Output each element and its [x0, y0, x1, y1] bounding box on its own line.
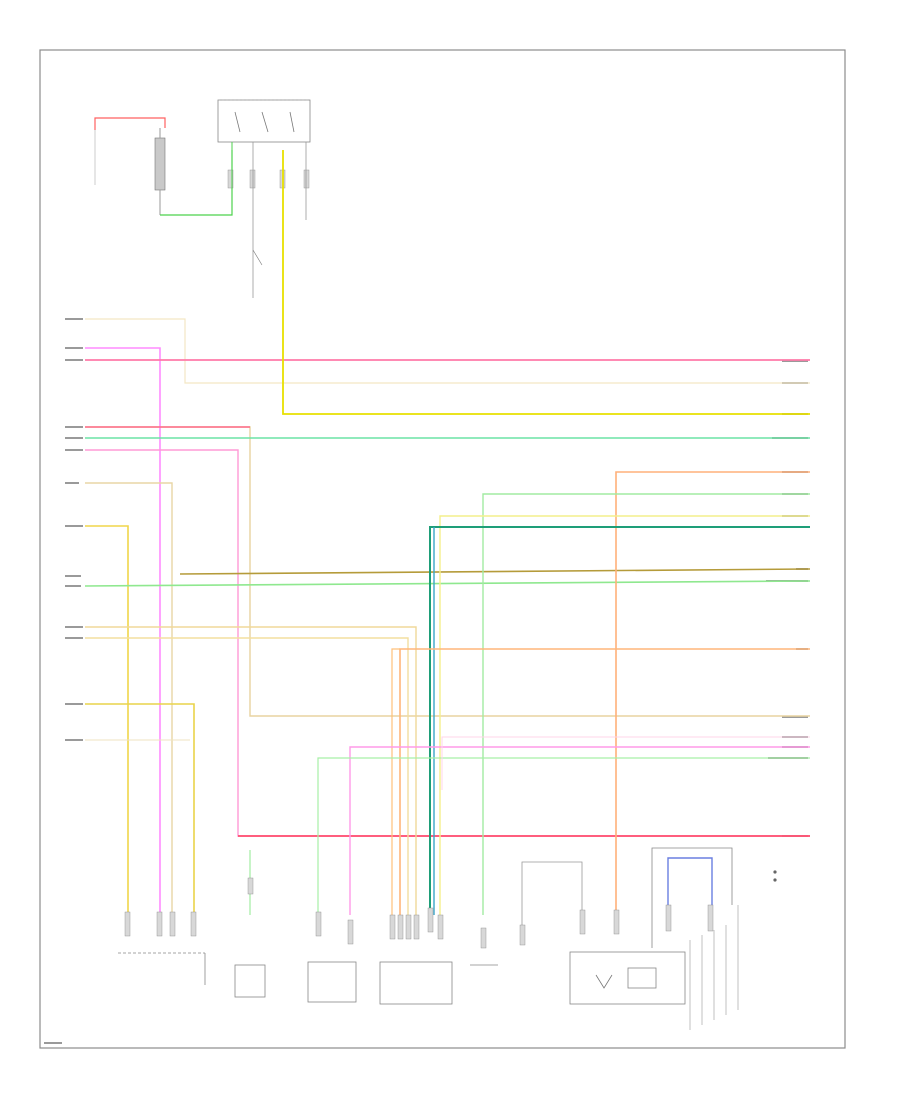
- ignition-switch: [217, 99, 311, 298]
- left-connector-labels: [65, 318, 83, 741]
- wire-olive: [179, 568, 811, 575]
- wire-yellow-ign: [282, 150, 810, 415]
- wire-orange-616: [615, 471, 810, 915]
- brake-switch-component: [307, 911, 357, 1003]
- wire-yellow-440: [439, 515, 810, 915]
- pcm-connector: [118, 911, 206, 985]
- wire-dkgreen-430: [429, 526, 810, 915]
- footer-code-stub: [44, 1042, 62, 1044]
- wire-green-483: [482, 493, 810, 915]
- wire-green-585: [84, 580, 811, 587]
- wire-pink-violet: [85, 347, 161, 915]
- transmission-component: [379, 907, 453, 1005]
- wire-orange-648: [399, 648, 810, 915]
- wire-yellow-128: [85, 525, 129, 915]
- fuel-pump-component: [569, 951, 686, 1005]
- wire-yellow-194: [85, 703, 195, 915]
- diagram-frame: [39, 49, 846, 1049]
- cluster-component: [651, 847, 739, 1030]
- wire-tan-top: [85, 318, 810, 384]
- ground-legend: [773, 870, 777, 882]
- vss-component: [234, 850, 266, 998]
- wire-tan-408: [85, 637, 409, 915]
- wire-green-318: [317, 757, 810, 915]
- fuse-sensor-component: [519, 861, 620, 946]
- generator-component: [470, 927, 498, 966]
- wire-pink-350: [349, 746, 810, 915]
- fuel-pump-switch: [94, 117, 233, 216]
- wire-tan-172: [85, 482, 173, 915]
- wire-ltpink-736: [441, 736, 810, 790]
- wire-tan-416: [85, 626, 417, 915]
- right-connector-labels: [760, 360, 808, 837]
